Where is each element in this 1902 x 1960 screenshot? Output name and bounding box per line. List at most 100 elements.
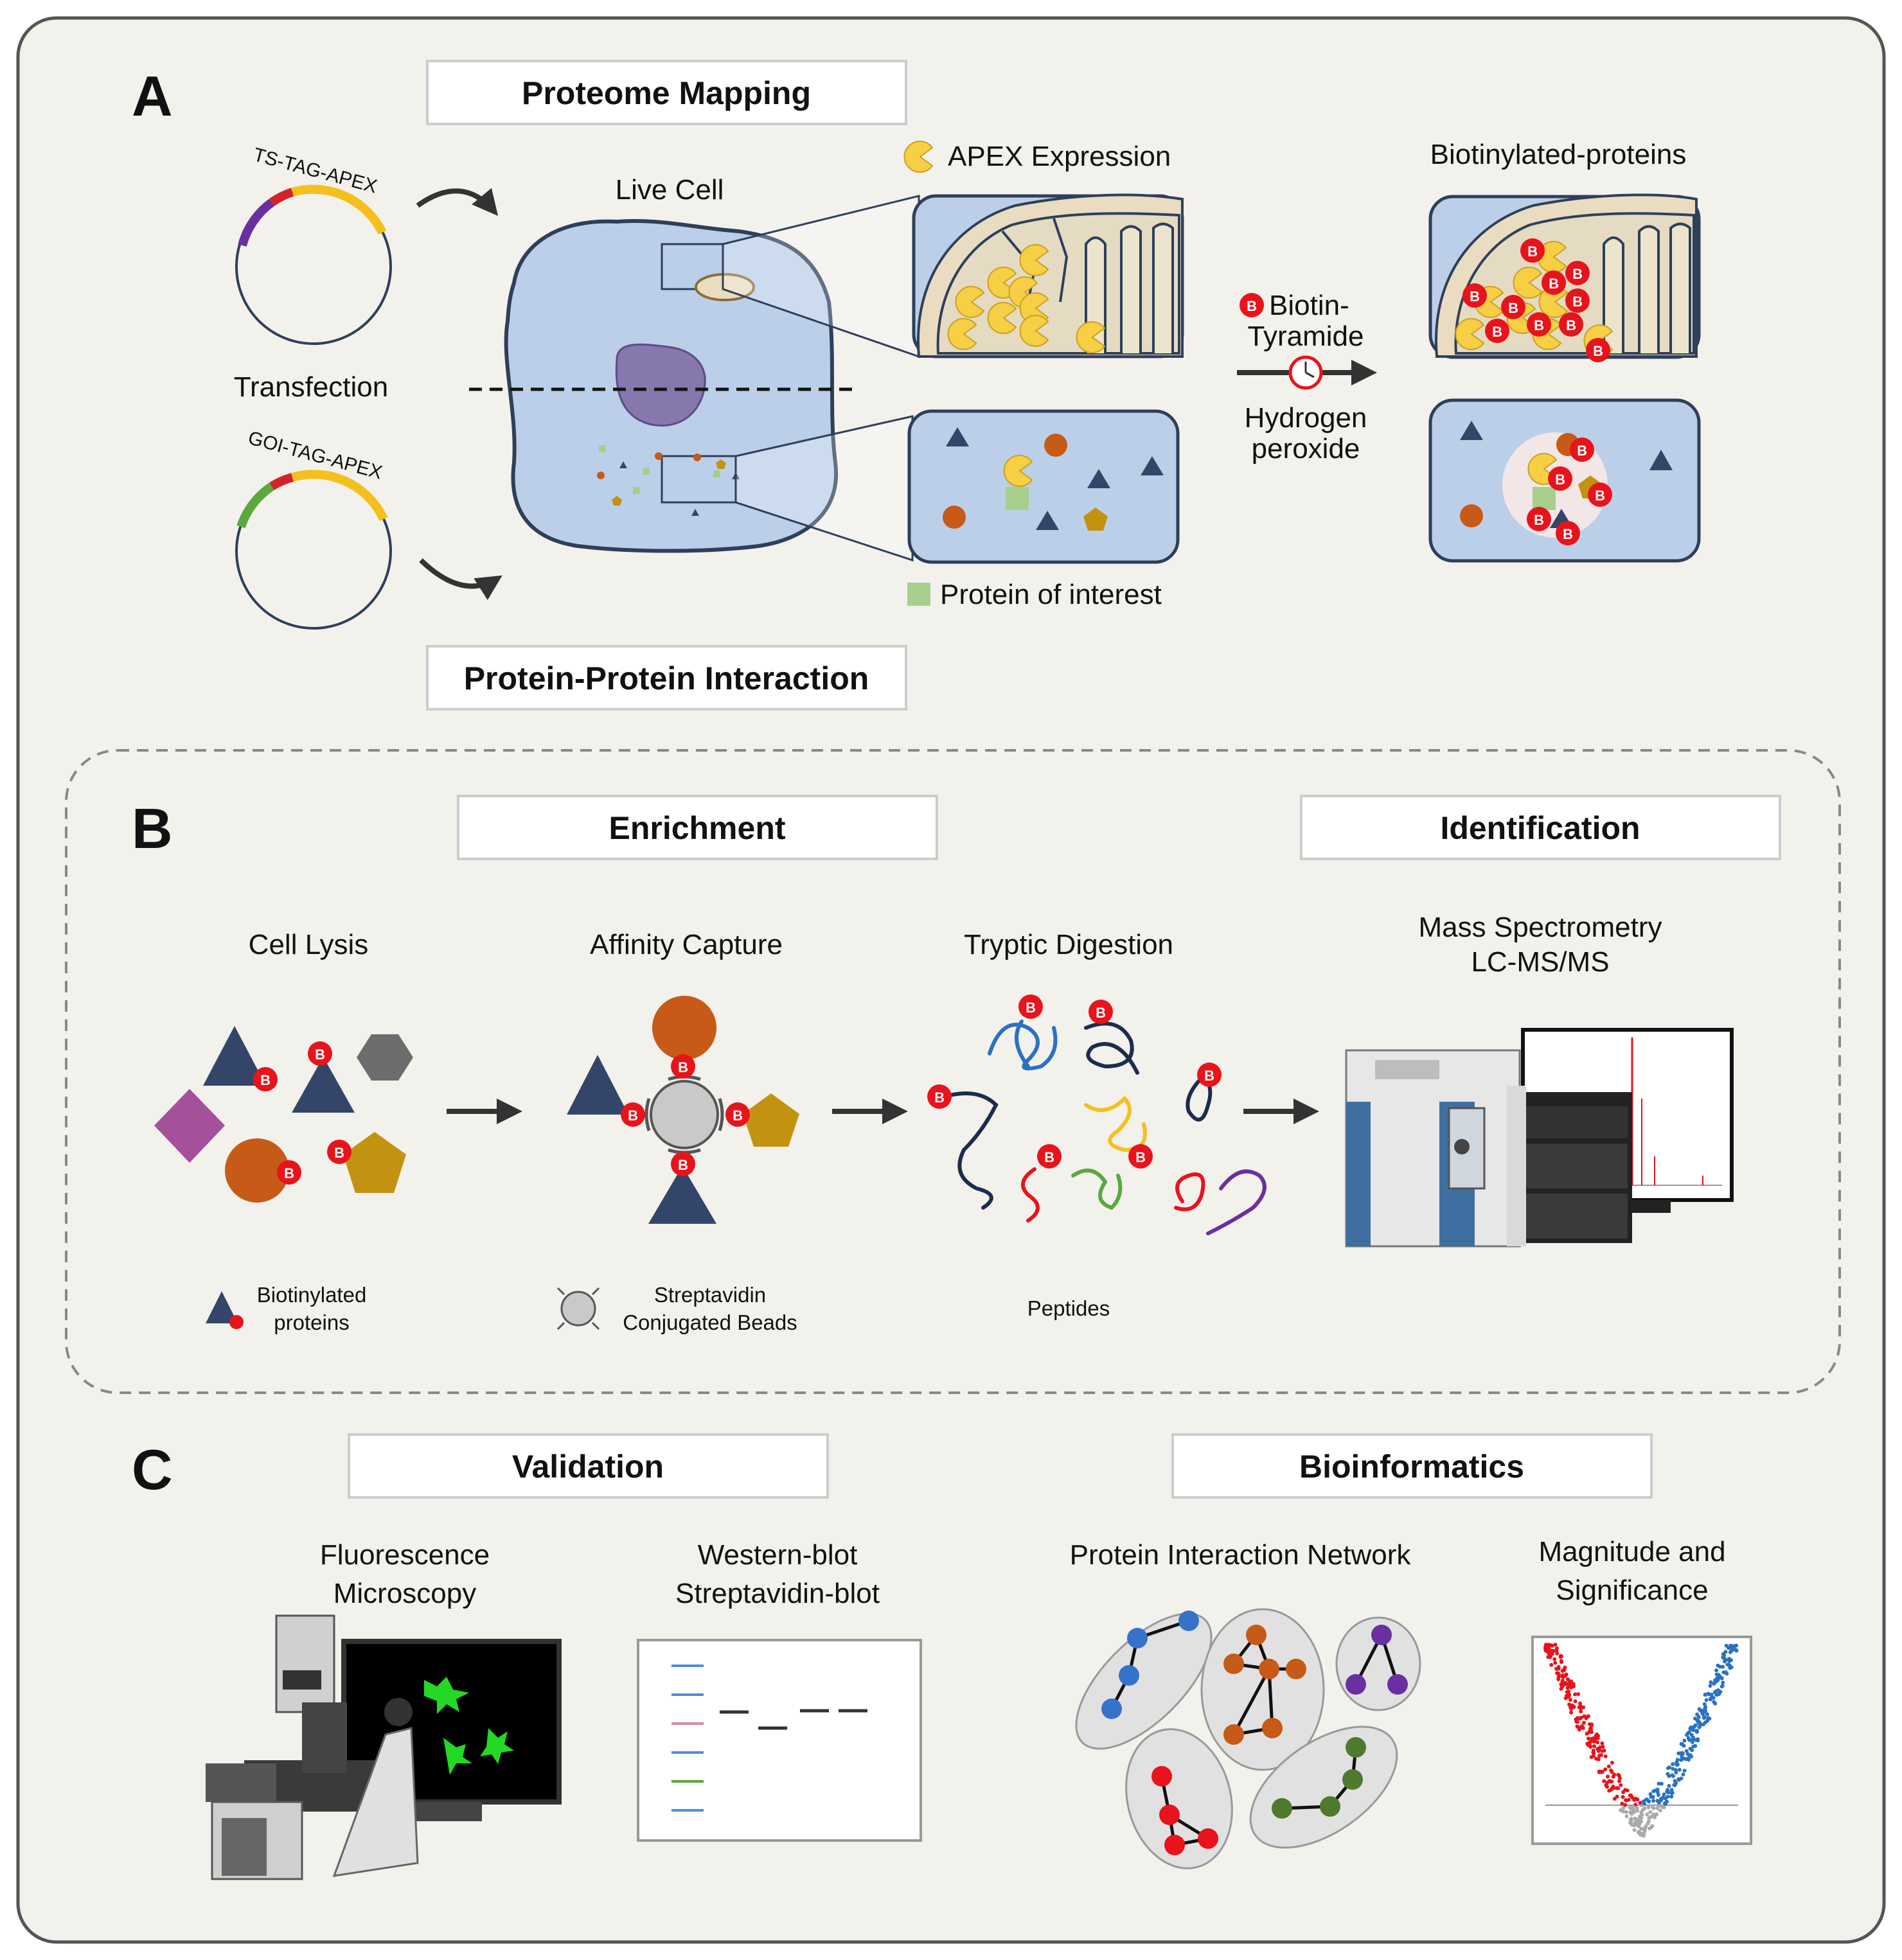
volcano-label-line2: Significance [1556, 1575, 1708, 1606]
volcano-point [1702, 1702, 1707, 1706]
volcano-point [1688, 1747, 1693, 1751]
biotinylated-mitochondrion [1428, 193, 1701, 362]
volcano-point [1586, 1736, 1590, 1741]
mito-small [695, 273, 755, 301]
volcano-point [1674, 1760, 1678, 1765]
volcano-point [1695, 1729, 1699, 1733]
volcano-point [1705, 1718, 1710, 1723]
volcano-point [1692, 1725, 1696, 1729]
header-bioinformatics [1171, 1433, 1653, 1499]
volcano-point [1617, 1776, 1622, 1780]
volcano-point [1703, 1706, 1707, 1711]
volcano-point [1587, 1730, 1591, 1735]
zoom-wedge-bottom [734, 415, 914, 562]
volcano-point [1580, 1724, 1584, 1728]
volcano-point [1650, 1804, 1655, 1808]
header-validation-label: Validation [512, 1449, 664, 1485]
volcano-point [1546, 1645, 1551, 1650]
cell-lysis-proteins [154, 1026, 413, 1203]
volcano-point [1609, 1768, 1613, 1772]
biotinylated-cytosol [1428, 398, 1701, 563]
volcano-point [1734, 1648, 1739, 1653]
volcano-point [1669, 1788, 1674, 1792]
legend-peptides: Peptides [1027, 1296, 1110, 1320]
volcano-point [1628, 1805, 1632, 1810]
volcano-point [1725, 1672, 1729, 1676]
volcano-point [1565, 1690, 1569, 1694]
volcano-point [1721, 1664, 1725, 1669]
volcano-point [1605, 1785, 1609, 1789]
volcano-plot-illustration [1531, 1636, 1752, 1845]
volcano-point [1727, 1646, 1731, 1650]
volcano-point [1671, 1762, 1675, 1767]
volcano-point [1633, 1816, 1637, 1821]
zoom-cytosol [907, 409, 1180, 564]
volcano-point [1579, 1709, 1583, 1714]
volcano-point [1696, 1737, 1700, 1742]
volcano-point [1681, 1751, 1685, 1756]
volcano-point [1621, 1795, 1625, 1799]
volcano-point [1600, 1749, 1604, 1753]
volcano-point [1655, 1812, 1658, 1817]
volcano-point [1628, 1817, 1633, 1822]
volcano-point [1667, 1784, 1671, 1788]
volcano-point [1723, 1650, 1728, 1654]
legend-biotinylated-icon [206, 1291, 244, 1329]
live-cell-label: Live Cell [616, 174, 724, 206]
network-label: Protein Interaction Network [1070, 1539, 1412, 1571]
fluor-label-line1: Fluorescence [320, 1539, 490, 1571]
volcano-point [1566, 1695, 1570, 1699]
volcano-point [1606, 1764, 1611, 1769]
volcano-point [1589, 1727, 1594, 1731]
volcano-point [1682, 1744, 1686, 1748]
volcano-point [1637, 1830, 1641, 1834]
volcano-point [1723, 1657, 1727, 1662]
volcano-point [1721, 1681, 1725, 1685]
volcano-point [1550, 1648, 1554, 1653]
volcano-point [1704, 1698, 1709, 1702]
volcano-point [1706, 1691, 1711, 1696]
volcano-point [1585, 1742, 1590, 1746]
volcano-point [1652, 1815, 1657, 1819]
volcano-point [1581, 1705, 1586, 1709]
volcano-point [1601, 1745, 1605, 1749]
affinity-capture-bead [567, 996, 799, 1224]
volcano-point [1677, 1767, 1682, 1772]
header-bioinformatics-label: Bioinformatics [1299, 1449, 1524, 1485]
volcano-point [1640, 1813, 1644, 1817]
volcano-point [1586, 1714, 1590, 1718]
volcano-point [1648, 1810, 1653, 1814]
panel-c-letter: C [132, 1438, 173, 1501]
volcano-point [1714, 1672, 1719, 1677]
volcano-point [1591, 1748, 1595, 1753]
volcano-point [1590, 1722, 1594, 1727]
volcano-point [1720, 1676, 1724, 1681]
protein-of-interest-label: Protein of interest [940, 579, 1162, 610]
volcano-point [1693, 1744, 1698, 1748]
legend-biotinylated-line1: Biotinylated [257, 1283, 367, 1307]
volcano-point [1549, 1663, 1554, 1667]
volcano-point [1666, 1788, 1670, 1792]
volcano-point [1639, 1826, 1644, 1831]
volcano-point [1703, 1693, 1707, 1697]
volcano-point [1603, 1767, 1608, 1772]
fluor-label-line2: Microscopy [333, 1578, 477, 1609]
panel-a-letter: A [132, 64, 173, 128]
volcano-point [1644, 1797, 1648, 1802]
volcano-point [1594, 1733, 1598, 1738]
volcano-point [1684, 1749, 1689, 1753]
volcano-point [1730, 1645, 1734, 1650]
volcano-point [1611, 1774, 1615, 1779]
volcano-point [1619, 1783, 1623, 1787]
volcano-point [1556, 1664, 1561, 1669]
volcano-point [1610, 1760, 1614, 1765]
volcano-point [1690, 1740, 1694, 1744]
volcano-point [1662, 1792, 1666, 1797]
volcano-point [1658, 1808, 1662, 1813]
volcano-point [1609, 1788, 1613, 1792]
volcano-point [1681, 1772, 1685, 1777]
panel-b-letter: B [132, 797, 173, 860]
ms-label-line1: Mass Spectrometry [1419, 912, 1662, 943]
volcano-point [1639, 1816, 1643, 1821]
volcano-point [1672, 1783, 1676, 1787]
